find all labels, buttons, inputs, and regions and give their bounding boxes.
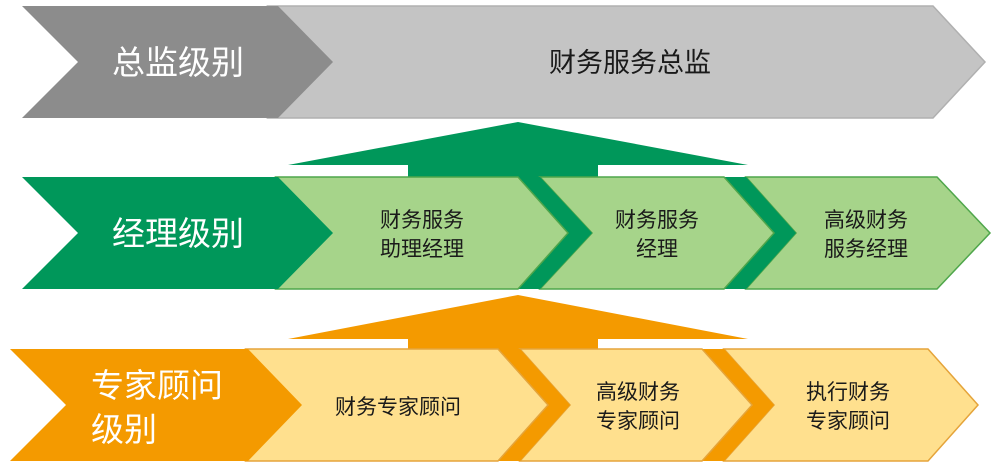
- consultant-row: 专家顾问 级别 财务专家顾问 高级财务 专家顾问 执行财务 专家顾问: [10, 348, 980, 462]
- promotion-arrow-orange: [288, 295, 748, 350]
- manager-divider-1: [518, 177, 592, 289]
- director-row: 总监级别 财务服务总监: [22, 5, 987, 119]
- director-level-label: 总监级别: [112, 43, 244, 82]
- manager-row: 经理级别 财务服务 助理经理 财务服务 经理 高级财务 服务经理: [22, 176, 992, 290]
- manager-position-2-line-2: 经理: [636, 237, 678, 261]
- manager-position-2-line-1: 财务服务: [615, 208, 699, 232]
- manager-position-1-line-1: 财务服务: [380, 208, 464, 232]
- consultant-position-2-line-1: 高级财务: [596, 380, 680, 404]
- manager-position-3-line-1: 高级财务: [824, 208, 908, 232]
- consultant-level-label-line-1: 专家顾问: [91, 366, 223, 405]
- manager-divider-2: [724, 177, 796, 289]
- consultant-divider-1: [498, 349, 570, 461]
- consultant-position-3-line-2: 专家顾问: [806, 409, 890, 433]
- consultant-position-2-line-2: 专家顾问: [596, 409, 680, 433]
- consultant-level-chevron: [10, 349, 302, 461]
- consultant-position-3-line-1: 执行财务: [806, 380, 890, 404]
- consultant-level-label-line-2: 级别: [91, 410, 157, 449]
- manager-position-1-line-2: 助理经理: [380, 237, 464, 261]
- manager-level-chevron: [22, 177, 333, 289]
- director-level-chevron: [22, 6, 333, 118]
- director-position-label: 财务服务总监: [549, 48, 711, 79]
- promotion-arrow-green: [288, 122, 748, 178]
- consultant-position-1-line-1: 财务专家顾问: [335, 395, 461, 419]
- manager-level-label: 经理级别: [112, 214, 244, 253]
- consultant-divider-2: [702, 349, 774, 461]
- manager-position-3-line-2: 服务经理: [824, 237, 908, 261]
